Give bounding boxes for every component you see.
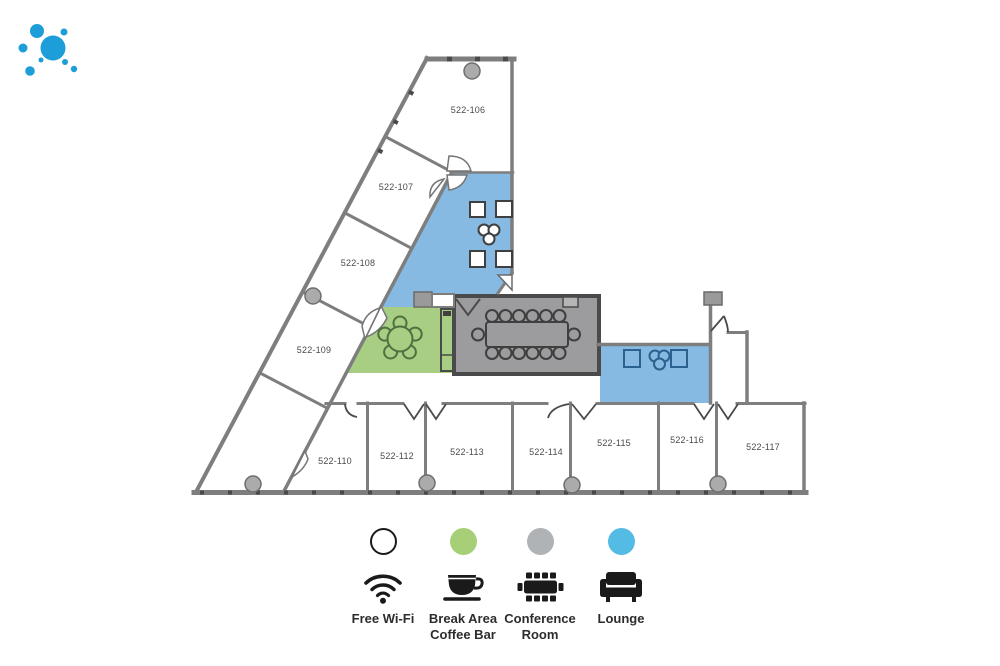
break-area-furniture	[377, 315, 423, 360]
legend-swatch-lounge	[607, 528, 635, 555]
legend-item-break-area: Break Area Coffee Bar	[408, 528, 518, 643]
room-label-522-108: 522-108	[340, 258, 376, 268]
legend-swatch-conference-room	[526, 528, 554, 555]
door-arcs	[344, 298, 739, 421]
break-area-counter	[440, 308, 454, 372]
wifi-icon	[363, 568, 403, 604]
legend-swatch-break-area	[449, 528, 477, 555]
east-lounge-furniture	[623, 349, 688, 371]
legend-item-free-wifi: Free Wi-Fi	[328, 528, 438, 627]
legend-label-lounge: Lounge	[597, 611, 645, 626]
conference-table-icon	[516, 568, 564, 604]
room-label-522-106: 522-106	[450, 105, 486, 115]
room-label-522-113: 522-113	[450, 447, 484, 457]
coffee-cup-icon	[442, 568, 484, 604]
door-swings	[290, 155, 513, 479]
brand-logo	[18, 24, 78, 76]
sofa-icon	[599, 568, 643, 604]
room-label-522-115: 522-115	[597, 438, 631, 448]
legend-swatch-free-wifi	[369, 528, 397, 555]
room-label-522-109: 522-109	[296, 345, 332, 355]
room-label-522-112: 522-112	[380, 451, 414, 461]
legend-item-conference-room: Conference Room	[485, 528, 595, 643]
legend-label-break-area: Break Area Coffee Bar	[428, 611, 498, 642]
room-label-522-114: 522-114	[529, 447, 563, 457]
counters	[413, 291, 723, 372]
room-label-522-110: 522-110	[318, 456, 352, 466]
room-label-522-116: 522-116	[670, 435, 704, 445]
lounge-furniture	[469, 200, 513, 268]
legend-label-conference-room: Conference Room	[504, 611, 576, 642]
logo-dots	[18, 24, 78, 76]
columns	[244, 62, 727, 494]
room-label-522-107: 522-107	[378, 182, 414, 192]
legend-item-lounge: Lounge	[566, 528, 676, 627]
room-label-522-117: 522-117	[746, 442, 780, 452]
conference-furniture	[471, 309, 581, 360]
legend-label-free-wifi: Free Wi-Fi	[351, 611, 415, 626]
